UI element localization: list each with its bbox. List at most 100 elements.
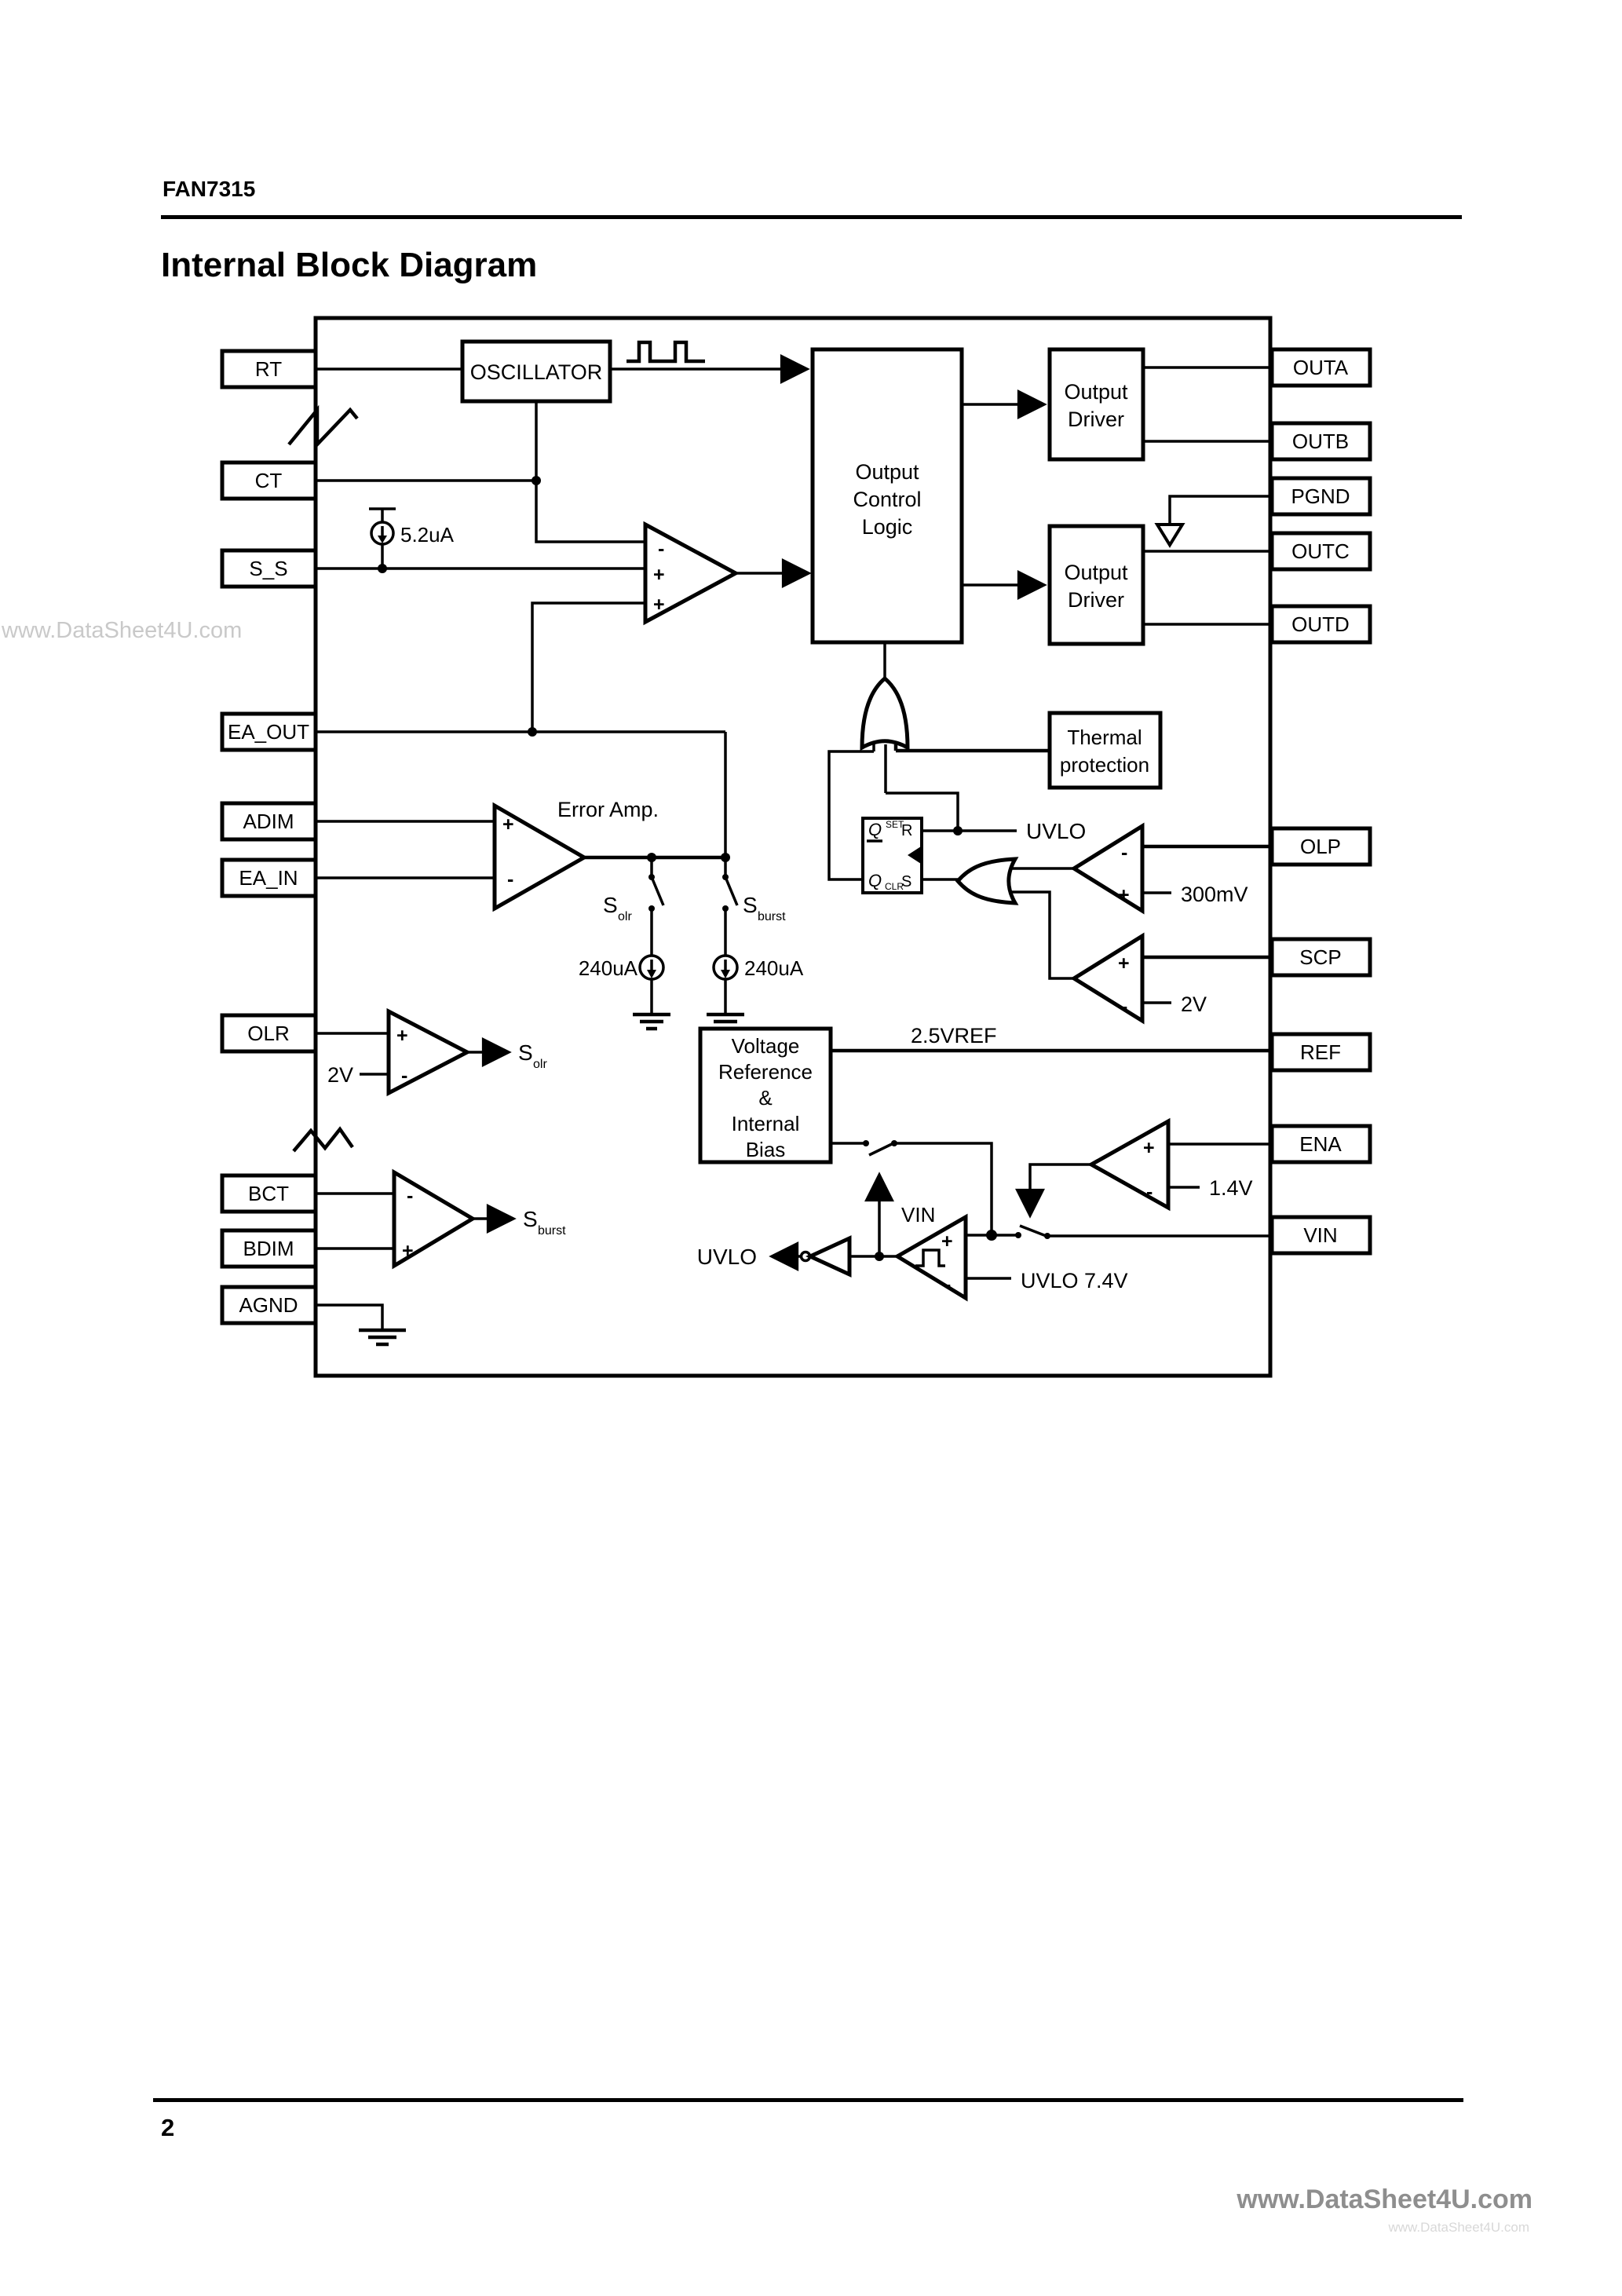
block-box (1047, 347, 1145, 462)
block-output-driver-top: Output Driver (1047, 347, 1145, 462)
pin-box (1269, 826, 1372, 867)
footer-watermark: www.DataSheet4U.com (1236, 2184, 1532, 2214)
label-2v-olr: 2V (327, 1063, 353, 1087)
block-label: OSCILLATOR (470, 360, 603, 384)
current-arrowhead (647, 970, 656, 978)
block-label-line: Output (1064, 561, 1128, 584)
pin-ss: S_S (220, 548, 318, 589)
pin-label: ENA (1299, 1132, 1342, 1156)
wire-thermal-or1 (893, 744, 1050, 753)
switch-contact (722, 874, 729, 880)
junction-dot (721, 853, 730, 862)
input-plus: + (1143, 1137, 1155, 1159)
block-label-line: Bias (746, 1138, 786, 1161)
block-label-line: Reference (718, 1060, 813, 1084)
current-source-240ua-left-icon (638, 954, 665, 981)
ff-s-label: S (901, 873, 911, 890)
label-uvlo-top: UVLO (1026, 819, 1086, 843)
hysteresis-icon (915, 1249, 945, 1267)
olp-comparator: - + (1070, 822, 1145, 915)
block-output-control-logic: Output Control Logic (810, 347, 964, 645)
doc-part-number: FAN7315 (163, 177, 255, 201)
label-300mv: 300mV (1181, 883, 1248, 906)
wire-eaout (316, 730, 727, 857)
wire-scp-or2 (1010, 890, 1074, 980)
input-plus: + (396, 1025, 408, 1047)
wires (316, 354, 1272, 1329)
wire-ena-out (1015, 1163, 1091, 1219)
pins-left: RT CT S_S EA_OUT ADIM EA_IN OLR BCT BDIM… (220, 349, 318, 1325)
ff-set-label: SET (886, 819, 904, 830)
error-amplifier: + - (492, 802, 589, 912)
label-s-burst: S (743, 893, 758, 917)
pin-label: OUTC (1291, 539, 1350, 563)
comparator-triangle (643, 521, 740, 626)
switch-contact (648, 874, 655, 880)
pin-label: OUTB (1292, 430, 1349, 453)
label-error-amp: Error Amp. (557, 798, 659, 821)
pin-label: BDIM (243, 1237, 294, 1260)
input-plus: + (653, 564, 665, 586)
block-label-line: Output (855, 460, 919, 484)
pin-box (220, 1285, 318, 1325)
ff-edge-notch-icon (908, 846, 921, 864)
ff-r-label: R (901, 822, 912, 839)
pin-box (220, 711, 318, 752)
pin-label: EA_IN (239, 866, 298, 890)
wire-eaout-comp (531, 601, 645, 732)
input-minus: - (658, 538, 664, 560)
pin-adim: ADIM (220, 801, 318, 842)
waveforms (287, 340, 705, 1153)
pin-bct: BCT (220, 1173, 318, 1214)
pin-ref: REF (1269, 1032, 1372, 1073)
comparator-triangle (392, 1168, 477, 1270)
logic-gates (860, 675, 1019, 905)
pin-rt: RT (220, 349, 318, 389)
pin-box (220, 1013, 318, 1054)
label-240ua-left: 240uA (579, 956, 638, 980)
comparator-triangle (1087, 1117, 1171, 1212)
pin-label: EA_OUT (228, 720, 309, 744)
pin-label: OUTD (1291, 612, 1350, 636)
header-rule (161, 215, 1462, 219)
pin-label: PGND (1291, 484, 1350, 508)
input-minus: - (1121, 842, 1127, 864)
block-label-line: Logic (862, 515, 913, 539)
block-box (810, 347, 964, 645)
uvlo-comparator: + - (893, 1213, 968, 1302)
sr-flipflop: Q SET R Q CLR S (861, 817, 923, 894)
triangle-wave-icon (292, 1126, 354, 1153)
junction-dot (532, 476, 541, 485)
block-label-line: Voltage (732, 1034, 800, 1058)
input-minus: - (1121, 996, 1127, 1018)
switch-contact (863, 1140, 869, 1146)
junction-dot (528, 727, 537, 737)
ff-qnot-label: Q (868, 820, 882, 839)
ena-comparator: + - (1087, 1117, 1171, 1212)
uvlo-inverter (799, 1235, 852, 1278)
input-plus: + (402, 1240, 414, 1262)
pin-olr: OLR (220, 1013, 318, 1054)
junction-dot (986, 1230, 997, 1241)
pin-outc: OUTC (1269, 531, 1372, 572)
ff-clr-label: CLR (885, 881, 904, 892)
wire-switch-burst (724, 857, 739, 1013)
page-footer: 2 www.DataSheet4U.com www.DataSheet4U.co… (153, 2098, 1532, 2235)
label-s-olr-out-sub: olr (533, 1058, 547, 1071)
comparator-triangle (1070, 932, 1145, 1025)
current-sources (370, 521, 739, 981)
wire-agnd (316, 1303, 384, 1329)
comparator-triangle (386, 1007, 472, 1097)
block-label-line: & (758, 1086, 772, 1110)
pgnd-arrow-icon (1154, 523, 1185, 548)
page-title: Internal Block Diagram (161, 246, 537, 284)
input-plus: + (941, 1230, 953, 1252)
pin-label: OLP (1300, 835, 1341, 858)
pin-agnd: AGND (220, 1285, 318, 1325)
input-minus: - (407, 1185, 413, 1207)
comparator-triangle (893, 1213, 968, 1302)
junction-dots (378, 476, 1050, 1261)
label-uvlo-bottom: UVLO (697, 1245, 757, 1269)
block-label-line: Thermal (1067, 726, 1142, 749)
block-output-driver-bottom: Output Driver (1047, 524, 1145, 646)
